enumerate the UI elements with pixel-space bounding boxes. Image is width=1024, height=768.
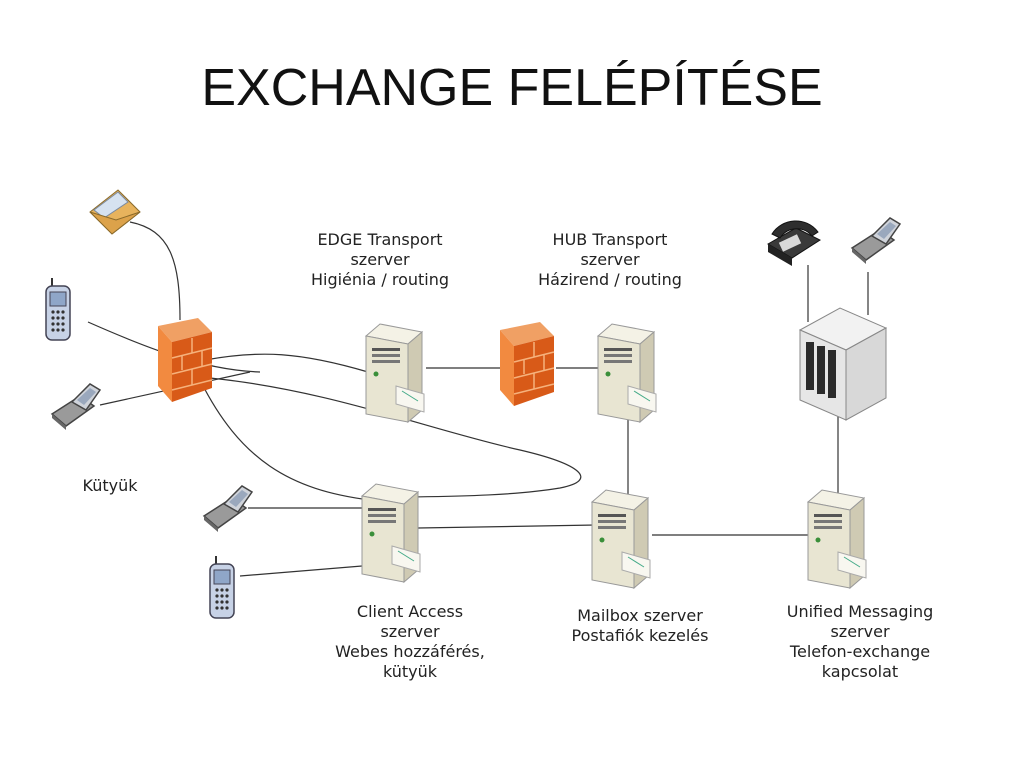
mailbox-label: Mailbox szerver Postafiók kezelés [560,606,720,646]
line-firewall-clientaccess [199,379,371,501]
client-access-label: Client Access szerver Webes hozzáférés, … [320,602,500,682]
client-access-label-line-3: Webes hozzáférés, [335,642,485,661]
mobile-phone-icon [45,277,71,341]
server-icon [591,489,651,589]
mobile-phone-icon [209,555,235,619]
server-icon [807,489,867,589]
mailbox-label-line-1: Mailbox szerver [577,606,703,625]
line-firewall-loop [209,377,582,499]
edge-transport-label-line-3: Higiénia / routing [310,270,450,289]
page-title: EXCHANGE FELÉPÍTÉSE [201,59,823,117]
unified-messaging-label-line-1: Unified Messaging [786,602,934,621]
unified-messaging-label-line-2: szerver [830,622,890,641]
client-access-label-line-1: Client Access [356,602,464,621]
flip-phone-icon [203,485,253,533]
line-firewall-edge [204,353,369,373]
hub-transport-label-line-3: Házirend / routing [538,270,682,289]
flip-phone-icon [851,217,901,265]
hub-transport-label-line-1: HUB Transport [552,230,668,249]
unified-messaging-label: Unified Messaging szerver Telefon-exchan… [770,602,950,682]
connection-lines [87,221,869,577]
unified-messaging-label-line-3: Telefon-exchange [789,642,931,661]
client-access-label-line-2: szerver [380,622,440,641]
unified-messaging-label-line-4: kapcsolat [821,662,899,681]
mailbox-label-line-2: Postafiók kezelés [571,626,709,645]
devices-label: Kütyük [82,476,138,495]
server-icon [361,483,421,583]
edge-transport-label-line-1: EDGE Transport [317,230,443,249]
server-icon [365,323,425,423]
edge-transport-label-line-2: szerver [350,250,410,269]
firewall-icon [157,317,213,403]
server-icon [597,323,657,423]
line-envelope-firewall [129,221,181,321]
firewall-icon [499,321,555,407]
line-mobile2-clientaccess [239,565,363,577]
desk-phone-icon [767,220,822,266]
flip-phone-icon [51,383,101,431]
pbx-switch-icon [798,307,888,421]
line-clientaccess-mailbox [417,524,597,529]
hub-transport-label-line-2: szerver [580,250,640,269]
edge-transport-label: EDGE Transport szerver Higiénia / routin… [300,230,460,290]
client-access-label-line-4: kütyük [382,662,438,681]
hub-transport-label: HUB Transport szerver Házirend / routing [530,230,690,290]
envelope-icon [89,189,141,235]
